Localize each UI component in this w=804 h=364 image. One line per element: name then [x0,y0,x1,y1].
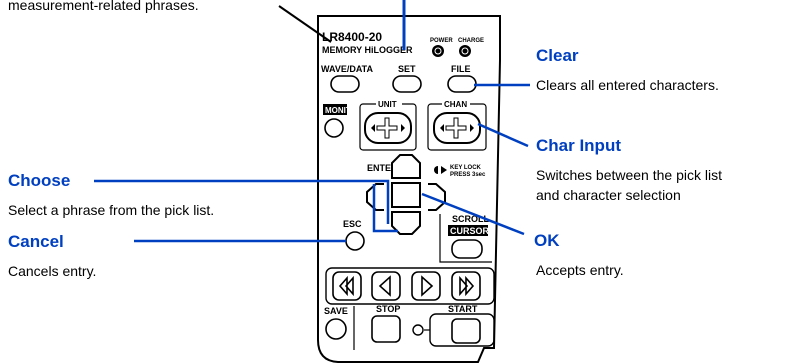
left-key[interactable] [366,183,384,211]
power-led [432,45,444,57]
esc-label: ESC [343,219,362,229]
center-key[interactable] [391,182,421,208]
char-input-description-line2: and character selection [536,187,681,203]
cursor-button[interactable] [451,239,483,259]
start-frame [429,313,495,347]
enter-label: ENTER [367,163,398,173]
wave-data-callout-line [278,5,332,43]
wave-data-button[interactable] [330,75,360,93]
wave-data-label: WAVE/DATA [321,64,373,74]
save-label: SAVE [324,306,348,316]
set-button[interactable] [392,75,422,93]
charge-label: CHARGE [458,38,484,44]
fast-forward-icon [459,275,475,297]
choose-description: Select a phrase from the pick list. [8,202,215,218]
chan-label: CHAN [444,100,467,109]
stop-button[interactable] [371,315,401,343]
unit-rocker[interactable] [364,112,412,144]
down-key[interactable] [391,211,421,235]
start-button[interactable] [451,318,481,344]
ok-callout-line [421,192,525,236]
choose-title: Choose [8,171,71,190]
stop-label: STOP [376,304,400,314]
scroll-keys-frame [325,267,495,305]
char-input-title: Char Input [536,136,621,155]
key-lock-label: KEY LOCK [450,165,482,171]
file-label: FILE [451,64,471,74]
charge-led [459,45,471,57]
cancel-description: Cancels entry. [8,263,97,279]
scroll-group-frame [439,214,492,263]
set-label: SET [398,64,416,74]
key-lock-sub-label: PRESS 3sec [450,172,486,178]
clear-title: Clear [536,46,579,65]
save-button[interactable] [325,318,347,340]
forward-icon [421,275,434,297]
top-caption: measurement-related phrases. [8,0,199,13]
power-label: POWER [430,38,453,44]
cancel-title: Cancel [8,232,64,251]
unit-label: UNIT [378,100,397,109]
chan-right-arrow-icon [470,124,474,132]
choose-callout-line [94,179,390,224]
monit-label: MONIT [325,106,351,115]
chan-left-arrow-icon [440,124,444,132]
chan-cross-icon [445,117,467,139]
unit-left-arrow-icon [371,124,375,132]
char-input-callout-line [477,122,529,148]
char-input-description-line1: Switches between the pick list [536,167,722,183]
clear-description: Clears all entered characters. [536,77,719,93]
cursor-label: CURSOR [450,226,490,236]
right-key[interactable] [428,183,446,211]
brand-label: MEMORY HiLOGGER [322,45,413,55]
ok-title: OK [534,231,560,250]
start-label: START [448,304,478,314]
ok-description: Accepts entry. [536,262,624,278]
file-button[interactable] [447,75,477,93]
monit-button[interactable] [324,118,344,138]
esc-button[interactable] [345,231,365,251]
key-lock-left-icon [434,166,438,174]
unit-cross-icon [376,117,398,139]
forward-key[interactable] [411,271,441,301]
back-icon [378,275,391,297]
choose-callout-line-2 [372,184,398,233]
start-led [412,324,424,336]
model-label: LR8400-20 [322,30,382,44]
scroll-label: SCROLL [452,214,490,224]
chan-rocker[interactable] [433,112,481,144]
unit-right-arrow-icon [401,124,405,132]
back-key[interactable] [371,271,401,301]
key-lock-right-icon [441,166,447,174]
up-key[interactable] [391,154,421,179]
fast-back-icon [338,275,354,297]
